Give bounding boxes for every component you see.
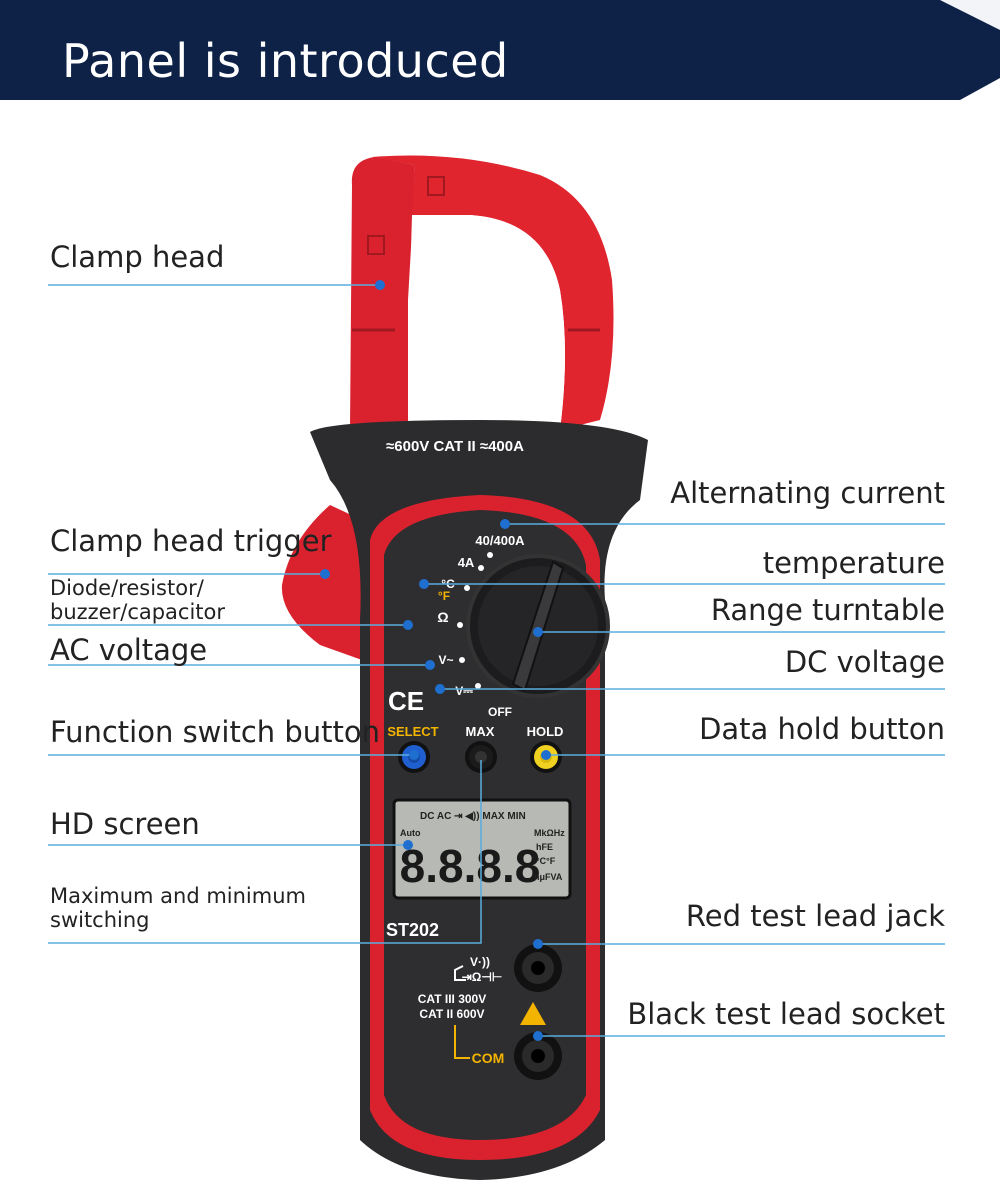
jack-v-label: V·)) bbox=[470, 955, 490, 969]
label-data-hold: Data hold button bbox=[699, 712, 945, 746]
dial-40a: 40/400A bbox=[475, 533, 525, 548]
dial-vac: V~ bbox=[438, 653, 453, 667]
select-button[interactable] bbox=[398, 741, 430, 773]
jack-cat2: CAT II 600V bbox=[419, 1007, 484, 1021]
page-title: Panel is introduced bbox=[62, 34, 509, 88]
title-banner bbox=[0, 0, 1000, 100]
label-diode-line2: buzzer/capacitor bbox=[50, 600, 226, 624]
dial-off: OFF bbox=[488, 705, 512, 719]
lcd-auto: Auto bbox=[400, 828, 421, 838]
lcd-digits: 8.8.8.8 bbox=[400, 840, 541, 892]
label-dc-voltage: DC voltage bbox=[784, 645, 945, 679]
hold-button[interactable] bbox=[530, 741, 562, 773]
label-red-test-lead-jack: Red test lead jack bbox=[685, 899, 945, 933]
label-clamp-trigger: Clamp head trigger bbox=[50, 524, 332, 558]
label-temperature: temperature bbox=[762, 546, 945, 580]
clamp-jaws bbox=[350, 155, 614, 430]
warning-icon bbox=[520, 1002, 546, 1025]
lcd-units-2: hFE bbox=[536, 842, 553, 852]
max-label: MAX bbox=[466, 724, 495, 739]
label-maxmin-line1: Maximum and minimum bbox=[50, 884, 306, 908]
jack-diode-label: ⇥Ω⊣⊢ bbox=[462, 970, 503, 984]
model-label: ST202 bbox=[386, 920, 439, 940]
label-hd-screen: HD screen bbox=[50, 807, 200, 841]
label-maxmin-line2: switching bbox=[50, 908, 150, 932]
lcd-screen: DC AC ⇥ ◀)) MAX MIN Auto 8.8.8.8 MkΩHz h… bbox=[392, 798, 572, 900]
lcd-units-3: °C°F bbox=[536, 856, 556, 866]
clamp-trigger[interactable] bbox=[281, 505, 362, 660]
label-range-turntable: Range turntable bbox=[710, 593, 945, 627]
lcd-units-1: MkΩHz bbox=[534, 828, 565, 838]
select-label: SELECT bbox=[387, 724, 438, 739]
red-test-lead-jack[interactable] bbox=[514, 944, 562, 992]
jack-cat3: CAT III 300V bbox=[418, 992, 486, 1006]
dial-vdc: V⎓ bbox=[455, 684, 473, 698]
label-function-switch: Function switch button bbox=[50, 715, 381, 749]
black-test-lead-socket[interactable] bbox=[514, 1032, 562, 1080]
rating-text: ≈600V CAT II ≈400A bbox=[386, 438, 524, 455]
hold-label: HOLD bbox=[527, 724, 564, 739]
jack-markings: V·)) ⇥Ω⊣⊢ CAT III 300V CAT II 600V COM bbox=[418, 955, 505, 1066]
dial-4a: 4A bbox=[458, 555, 475, 570]
label-black-test-lead-socket: Black test lead socket bbox=[627, 997, 945, 1031]
range-turntable[interactable] bbox=[466, 554, 610, 698]
ce-mark: CE bbox=[388, 686, 424, 716]
label-clamp-head: Clamp head bbox=[50, 240, 225, 274]
lcd-top-annunciators: DC AC ⇥ ◀)) MAX MIN bbox=[420, 811, 526, 822]
dial-fahrenheit: °F bbox=[438, 589, 450, 603]
jack-com: COM bbox=[472, 1050, 505, 1066]
dial-markings: 40/400A 4A °C °F Ω V~ V⎓ OFF bbox=[437, 533, 525, 719]
max-button[interactable] bbox=[465, 741, 497, 773]
label-diode-line1: Diode/resistor/ bbox=[50, 576, 204, 600]
lcd-units-4: nμFVA bbox=[534, 872, 563, 882]
dial-ohm: Ω bbox=[437, 609, 448, 625]
label-ac-voltage: AC voltage bbox=[50, 633, 208, 667]
label-alternating-current: Alternating current bbox=[670, 476, 945, 510]
